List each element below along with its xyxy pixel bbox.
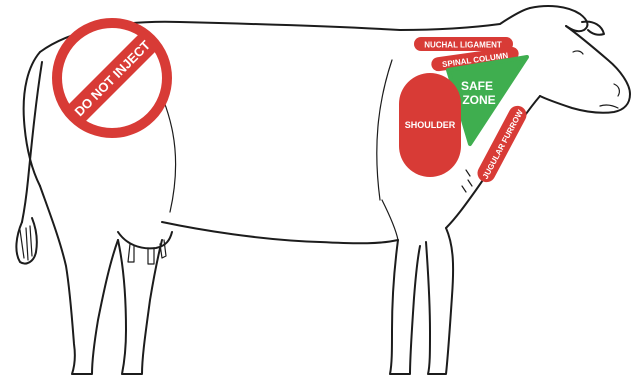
do-not-inject-sign: DO NOT INJECT bbox=[57, 23, 167, 133]
nuchal-ligament-label: NUCHAL LIGAMENT bbox=[424, 41, 502, 50]
safe-zone-label-line1: SAFE bbox=[461, 79, 493, 93]
shoulder-label: SHOULDER bbox=[405, 120, 456, 130]
cow-nostril bbox=[614, 84, 619, 96]
cow-mouth bbox=[600, 105, 618, 108]
cow-elbow-line bbox=[382, 200, 398, 240]
cow-teats bbox=[128, 240, 166, 264]
cow-belly bbox=[162, 222, 398, 243]
cow-hind-leg-inner bbox=[118, 240, 162, 374]
cow-ear bbox=[530, 6, 587, 31]
cow-eye bbox=[573, 51, 583, 54]
cow-front-leg bbox=[390, 240, 420, 374]
shoulder-marker: SHOULDER bbox=[399, 73, 461, 177]
cow-neck-folds bbox=[462, 170, 472, 192]
cow-front-leg-far bbox=[426, 228, 453, 374]
cow-shoulder-contour bbox=[377, 60, 392, 200]
cow-face bbox=[540, 26, 630, 113]
cow-tail-hair bbox=[20, 226, 32, 260]
safe-zone-label-line2: ZONE bbox=[462, 93, 495, 107]
cow-rump bbox=[24, 52, 40, 186]
cow-hind-leg bbox=[40, 186, 118, 374]
